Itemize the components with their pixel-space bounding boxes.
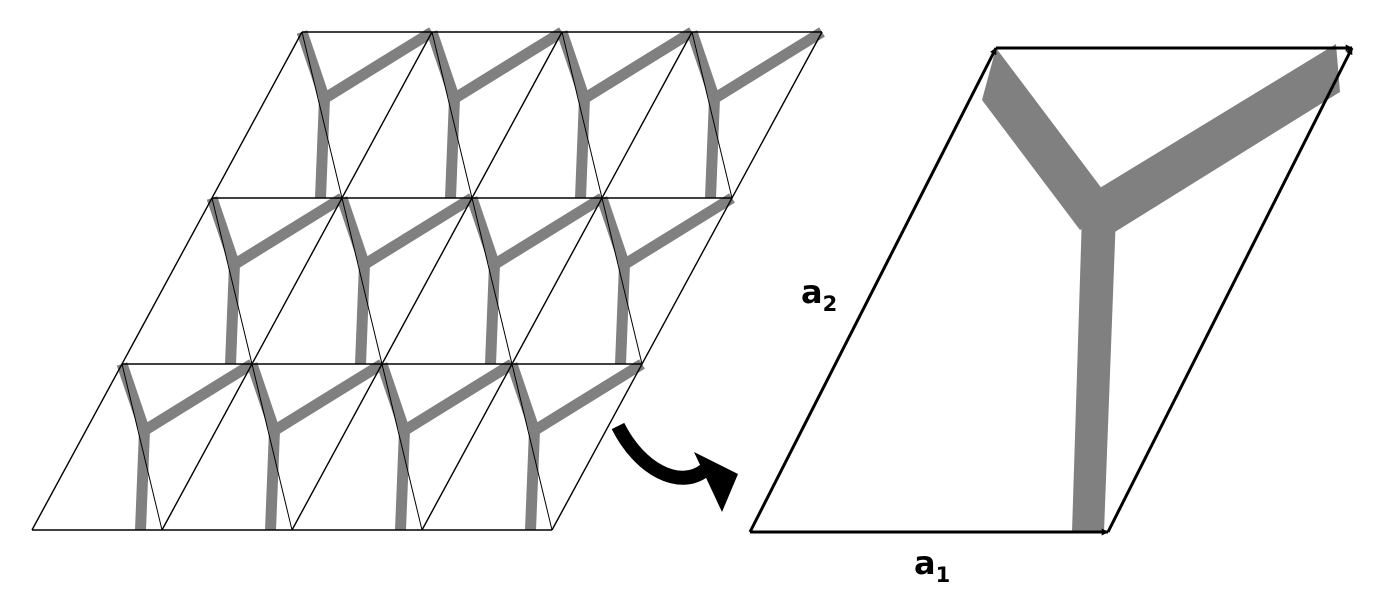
strut-stem <box>265 430 280 531</box>
strut-left-arm <box>466 196 500 267</box>
lattice-cell-strut <box>296 27 435 199</box>
strut-stem <box>225 264 240 365</box>
lattice-cell-diagonal <box>431 31 473 199</box>
lattice-cell-diagonal <box>601 197 643 365</box>
lattice-slant-line <box>421 31 693 531</box>
strut-stem <box>135 430 150 531</box>
strut-right-arm <box>401 359 515 436</box>
strut-stem <box>705 98 720 199</box>
lattice-cell-diagonal <box>211 197 253 365</box>
unit-cell: a1 a2 <box>748 44 1354 587</box>
strut-stem <box>395 430 410 531</box>
lattice-cell-strut <box>686 27 825 199</box>
lattice-cell-strut <box>206 193 345 365</box>
lattice-cell-strut <box>116 359 255 531</box>
strut-left-arm <box>206 196 240 267</box>
unit-cell-strut-bottom <box>1072 215 1116 532</box>
strut-left-arm <box>506 362 540 433</box>
a1-label: a1 <box>914 544 950 587</box>
lattice-cell-diagonal <box>301 31 343 199</box>
strut-right-arm <box>271 359 385 436</box>
lattice-cell-diagonal <box>561 31 603 199</box>
strut-stem <box>355 264 370 365</box>
strut-left-arm <box>296 30 330 101</box>
strut-left-arm <box>596 196 630 267</box>
strut-left-arm <box>336 196 370 267</box>
a2-label: a2 <box>801 273 837 316</box>
strut-right-arm <box>531 359 645 436</box>
lattice-cell-strut <box>506 359 645 531</box>
strut-stem <box>485 264 500 365</box>
lattice-cell-strut <box>426 27 565 199</box>
curved-arrow-icon <box>611 422 738 512</box>
strut-stem <box>525 430 540 531</box>
strut-right-arm <box>141 359 255 436</box>
lattice-cell-strut <box>336 193 475 365</box>
strut-left-arm <box>246 362 280 433</box>
unit-cell-strut-right <box>1080 44 1340 235</box>
lattice-cell-diagonal <box>471 197 513 365</box>
unit-cell-strut-left <box>982 48 1118 230</box>
strut-right-arm <box>321 27 435 104</box>
strut-right-arm <box>361 193 475 270</box>
lattice-cell-strut <box>376 359 515 531</box>
strut-left-arm <box>556 30 590 101</box>
lattice-struts <box>116 27 825 531</box>
lattice-slant-line <box>291 31 563 531</box>
lattice-cell-diagonal <box>251 363 293 531</box>
lattice-cell-diagonal <box>381 363 423 531</box>
strut-left-arm <box>376 362 410 433</box>
lattice-cell-diagonal <box>511 363 553 531</box>
lattice-cell-strut <box>556 27 695 199</box>
lattice-cell-diagonal <box>691 31 733 199</box>
strut-right-arm <box>451 27 565 104</box>
lattice-cell-strut <box>246 359 385 531</box>
lattice-cell-strut <box>466 193 605 365</box>
lattice-slant-line <box>551 31 823 531</box>
strut-left-arm <box>426 30 460 101</box>
strut-stem <box>445 98 460 199</box>
a2-vector-arrow <box>748 47 998 533</box>
lattice-slant-line <box>31 31 303 531</box>
strut-left-arm <box>116 362 150 433</box>
strut-stem <box>315 98 330 199</box>
strut-right-arm <box>491 193 605 270</box>
lattice-grid-lines <box>31 31 823 531</box>
strut-right-arm <box>711 27 825 104</box>
strut-stem <box>615 264 630 365</box>
lattice-cell-strut <box>596 193 735 365</box>
strut-left-arm <box>686 30 720 101</box>
strut-right-arm <box>231 193 345 270</box>
lattice-slant-line <box>161 31 433 531</box>
lattice-cell-diagonal <box>341 197 383 365</box>
strut-right-arm <box>581 27 695 104</box>
unit-cell-right-edge <box>1106 47 1354 533</box>
lattice-cell-diagonal <box>121 363 163 531</box>
lattice-tiling <box>31 27 825 531</box>
strut-stem <box>575 98 590 199</box>
strut-right-arm <box>621 193 735 270</box>
